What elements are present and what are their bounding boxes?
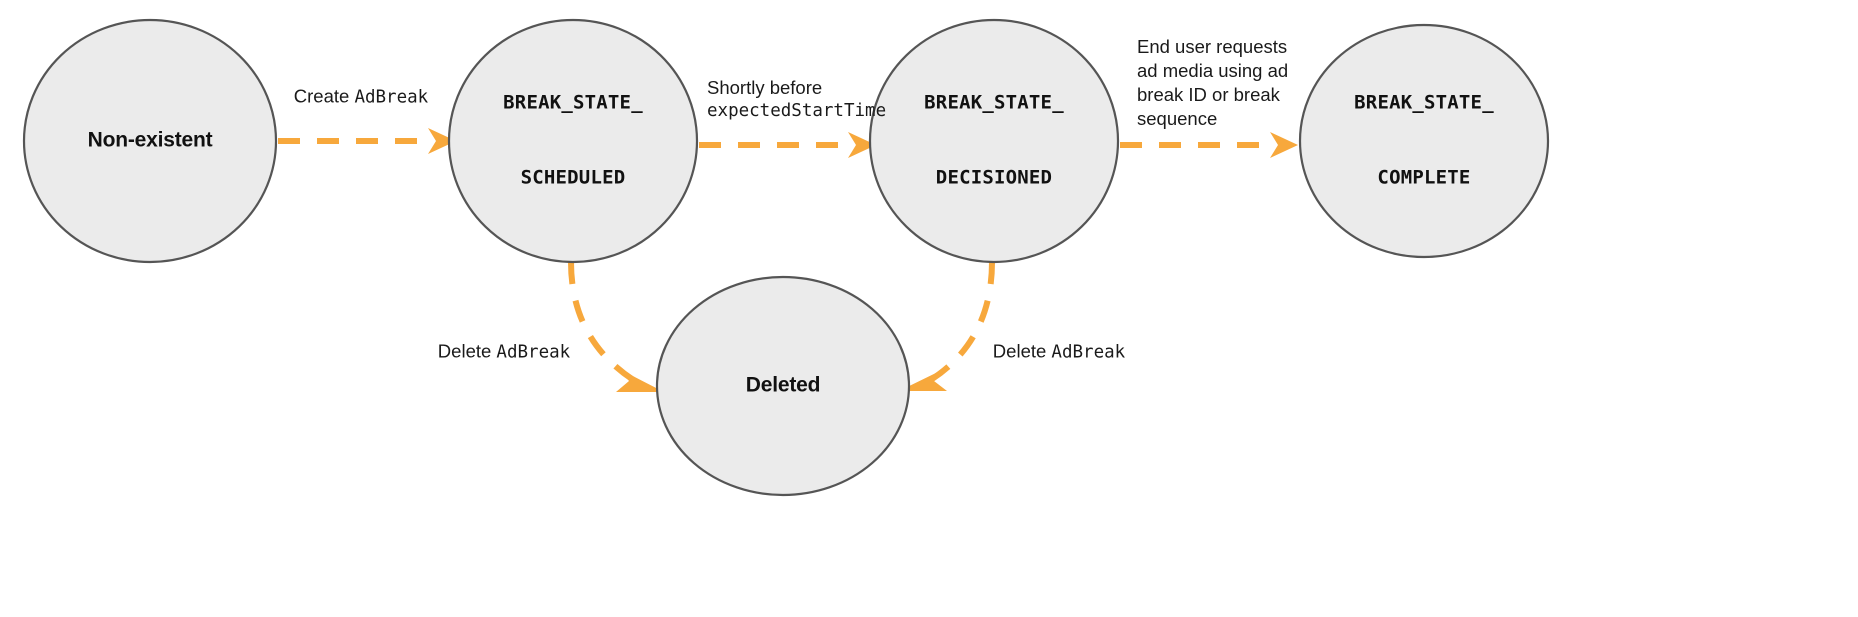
node-break-state-complete[interactable] [1298, 23, 1550, 259]
edge-shortly-before-expected-start-time [699, 132, 876, 158]
edge-delete-adbreak-decisioned [899, 261, 995, 391]
node-deleted[interactable] [655, 275, 911, 497]
node-break-state-scheduled[interactable] [447, 18, 699, 264]
node-break-state-decisioned[interactable] [868, 18, 1120, 264]
edge-end-user-requests-ad-media [1120, 132, 1298, 158]
edge-create-adbreak [278, 128, 456, 154]
node-non-existent[interactable] [22, 18, 278, 264]
edge-delete-adbreak-scheduled [568, 261, 664, 392]
